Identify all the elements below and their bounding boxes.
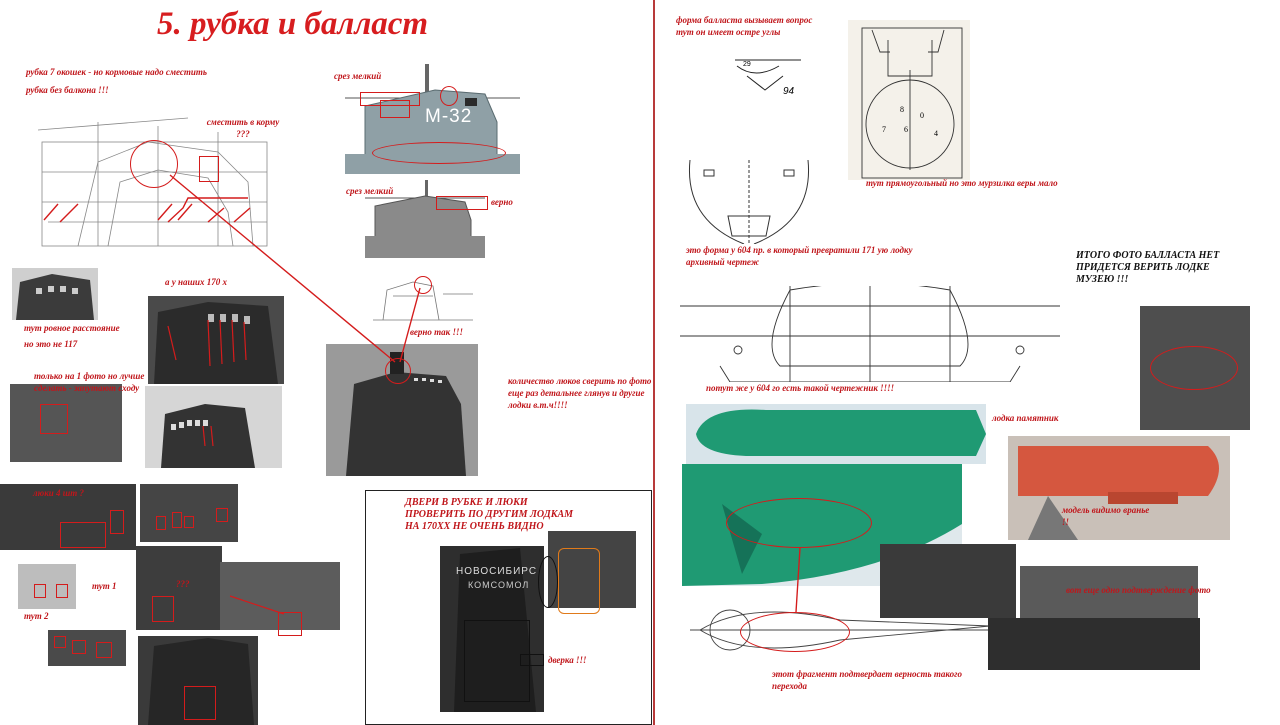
tower-detail-circle	[130, 140, 178, 188]
note-604-drawing: потут же у 604 го есть такой чертежник !…	[706, 383, 895, 393]
note-model: модель видимо вранье !!	[1062, 505, 1150, 527]
hull-ellipse-top	[372, 142, 506, 164]
svg-text:8: 8	[900, 105, 904, 114]
note-windows: рубка 7 окошек - но кормовые надо смести…	[26, 67, 208, 77]
hull-render-second	[365, 180, 485, 258]
photo-hatches-4	[0, 484, 136, 550]
note-correct-so: верно так !!!	[410, 327, 463, 337]
hatch-box-b2	[172, 512, 182, 528]
note-one-photo: только на 1 фото но лучше сделать - запу…	[34, 371, 145, 393]
monument-top-photo	[686, 404, 986, 464]
correct-box	[436, 196, 488, 210]
door-frame-box	[464, 620, 530, 702]
hatch-box-c3	[96, 642, 112, 658]
one-photo-box	[40, 404, 68, 434]
photo-hatches-f	[138, 636, 258, 725]
photo-dock-b	[1020, 566, 1198, 618]
note-here2: тут 2	[24, 611, 49, 621]
photo-our-170-a	[148, 296, 284, 384]
ballast-corner-drawing: 29 94	[735, 50, 801, 98]
note-ballast-shape: форма балласта вызывает вопрос тут он им…	[676, 15, 813, 37]
hatches-box-b	[110, 510, 124, 534]
cut-box-top-b	[380, 100, 410, 118]
note-fragment: этот фрагмент подтвердает верность таког…	[772, 669, 962, 691]
here2-box	[56, 584, 68, 598]
photo-dock-c	[988, 618, 1200, 670]
note-question: ???	[176, 579, 190, 589]
hatch-box-e1	[278, 612, 302, 636]
hull-number: М-32	[425, 106, 473, 127]
door-arrow	[520, 654, 544, 666]
door-label: дверка !!!	[548, 655, 587, 665]
svg-text:0: 0	[920, 111, 924, 120]
note-shift-aft: сместить в корму ???	[206, 117, 280, 139]
hatch-box-b3	[184, 516, 194, 528]
photo-here	[18, 564, 76, 609]
note-hatches-4: люки 4 шт ?	[33, 488, 85, 498]
doors-heading: ДВЕРИ В РУБКЕ И ЛЮКИ ПРОВЕРИТЬ ПО ДРУГИМ…	[405, 497, 574, 532]
note-monument: лодка памятник	[992, 413, 1059, 423]
svg-text:4: 4	[934, 129, 938, 138]
hatch-box-d1	[152, 596, 174, 622]
note-even-spacing: тут ровное расстояние	[24, 323, 120, 333]
photo-text-1: НОВОСИБИРС	[456, 566, 538, 577]
hatch-box-c1	[54, 636, 66, 648]
monument-ellipse	[726, 498, 872, 548]
ballast-section-drawing: 8 0 7 6 4	[848, 20, 970, 180]
hatch-box-b1	[156, 516, 166, 530]
svg-text:29: 29	[743, 61, 751, 68]
photo-center-circle	[385, 358, 411, 384]
svg-text:6: 6	[904, 125, 908, 134]
photo-hatches-b	[140, 484, 238, 542]
page-title: 5. рубка и балласт	[157, 6, 429, 42]
fragment-ellipse	[740, 612, 850, 652]
door-closeup-ellipse	[538, 556, 558, 608]
note-form-604: это форма у 604 пр. в который превратили…	[686, 245, 913, 267]
svg-text:94: 94	[783, 86, 795, 97]
photo-door-closeup	[548, 531, 636, 608]
door-closeup-box	[558, 548, 600, 614]
note-total: ИТОГО ФОТО БАЛЛАСТА НЕТ ПРИДЕТСЯ ВЕРИТЬ …	[1076, 250, 1220, 285]
note-rectangular: тут прямоугольный но это мурзилка веры м…	[866, 178, 1058, 188]
correct-circle	[414, 276, 432, 294]
photo-our-170-b	[145, 386, 282, 468]
page-divider	[653, 0, 655, 725]
model-photo	[1008, 436, 1230, 540]
svg-text:7: 7	[882, 125, 886, 134]
here1-box	[34, 584, 46, 598]
hatch-box-f1	[184, 686, 216, 720]
hatches-box-a	[60, 522, 106, 548]
note-here1: тут 1	[92, 581, 117, 591]
photo-one-only	[10, 384, 122, 462]
ballast-604-drawing	[684, 160, 814, 244]
hatch-box-b4	[216, 508, 228, 522]
museum-photo-ellipse	[1150, 346, 1238, 390]
note-not-117: но это не 117	[24, 339, 78, 349]
note-hatch-count: количество люков сверить по фото еще раз…	[508, 376, 652, 410]
photo-tower-even-spacing	[12, 268, 98, 320]
hatch-box-c2	[72, 640, 86, 654]
note-bottom-photo: вот еще одно подтверждение фото	[1066, 585, 1211, 595]
photo-hatches-d	[136, 546, 222, 630]
ballast-604-longitudinal	[680, 286, 1060, 382]
shift-aft-box	[199, 156, 219, 182]
cut-box-top-a	[360, 92, 420, 106]
photo-dock-a	[880, 544, 1016, 618]
note-our-170: а у наших 170 х	[165, 277, 227, 287]
note-no-balcony: рубка без балкона !!!	[26, 85, 109, 95]
note-correct: верно	[491, 197, 513, 207]
photo-text-2: КОМСОМОЛ	[468, 580, 530, 590]
photo-door: НОВОСИБИРС КОМСОМОЛ	[440, 546, 544, 712]
note-shallow-cut-1: срез мелкий	[334, 71, 382, 81]
cut-circle-top	[440, 86, 458, 106]
